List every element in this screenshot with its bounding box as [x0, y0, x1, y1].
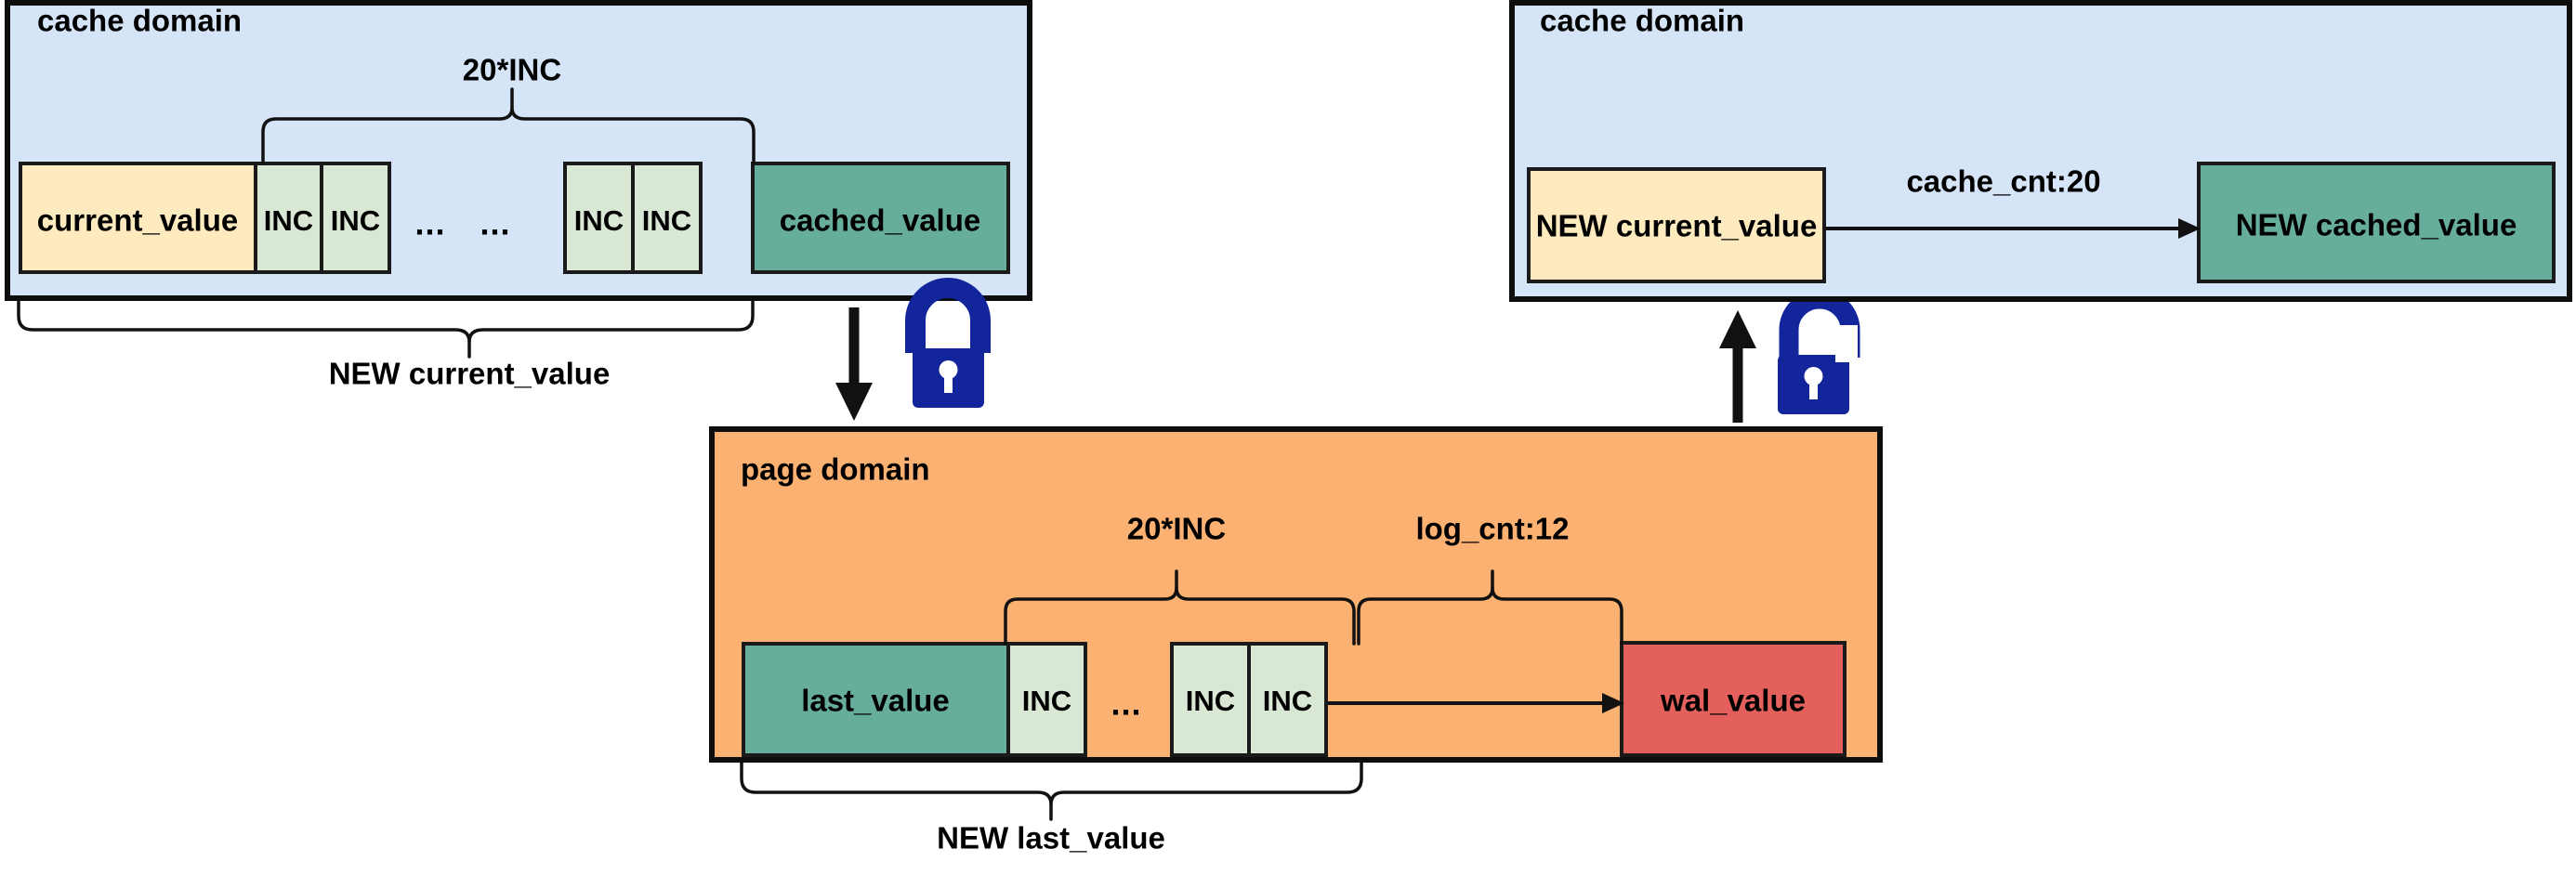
- wal-arrow-head: [1602, 693, 1624, 713]
- cache-domain-before-title: cache domain: [37, 4, 242, 38]
- page-cell-inc-2-label: INC: [1186, 685, 1235, 717]
- arrow-up-head: [1719, 310, 1756, 348]
- page-cell-ellipsis-1: ...: [1111, 685, 1141, 723]
- cell-current-value-label: current_value: [37, 203, 238, 238]
- brace-new-last-value: [740, 760, 1363, 806]
- label-new-current-value: NEW current_value: [329, 357, 611, 391]
- cache-cnt-arrow-head: [2178, 218, 2201, 239]
- cell-current-value[interactable]: [19, 162, 257, 274]
- cell-new-cached-value[interactable]: [2197, 162, 2556, 283]
- cell-inc-1-label: INC: [264, 204, 313, 237]
- cell-wal-value-label: wal_value: [1660, 684, 1806, 718]
- cache-domain-after-title: cache domain: [1540, 4, 1744, 38]
- cell-ellipsis-2: ...: [480, 204, 510, 242]
- arrow-down-head: [835, 383, 873, 421]
- cell-last-value[interactable]: [742, 642, 1010, 757]
- cell-new-cached-value-label: NEW cached_value: [2236, 208, 2517, 242]
- cache-cnt-label: cache_cnt:20: [1906, 164, 2100, 199]
- page-domain-group: page domain last_value INC ... INC INC w…: [709, 426, 1883, 855]
- page-cell-inc-3-label: INC: [1263, 685, 1312, 717]
- page-domain-title: page domain: [741, 452, 930, 487]
- cell-inc-2-label: INC: [331, 204, 380, 237]
- label-new-last-value: NEW last_value: [937, 821, 1165, 855]
- cell-wal-value[interactable]: [1620, 641, 1847, 757]
- lock-closed-icon: [905, 278, 991, 408]
- transition-up-group: [1719, 289, 1860, 423]
- cache-domain-before-group: cache domain current_value INC INC ... .…: [5, 0, 1032, 391]
- cell-inc-3[interactable]: [563, 162, 635, 274]
- page-cell-inc-3[interactable]: [1247, 642, 1328, 757]
- cell-new-current-value-label: NEW current_value: [1536, 209, 1818, 243]
- page-cell-inc-2[interactable]: [1170, 642, 1251, 757]
- page-cell-inc-1-label: INC: [1022, 685, 1071, 717]
- lock-open-icon: [1778, 289, 1860, 414]
- page-cell-inc-1[interactable]: [1006, 642, 1087, 757]
- page-label-log-cnt: log_cnt:12: [1415, 512, 1569, 546]
- label-20inc-top: 20*INC: [463, 53, 561, 87]
- cell-inc-4-label: INC: [642, 204, 691, 237]
- cell-inc-1[interactable]: [254, 162, 323, 274]
- cell-new-current-value[interactable]: [1527, 167, 1826, 283]
- page-label-20inc: 20*INC: [1127, 512, 1226, 546]
- cell-inc-4[interactable]: [631, 162, 703, 274]
- cell-last-value-label: last_value: [801, 684, 950, 718]
- cell-inc-2[interactable]: [320, 162, 391, 274]
- transition-down-group: [835, 278, 991, 421]
- brace-new-current-value: [17, 300, 755, 344]
- cache-domain-after-group: cache domain NEW current_value NEW cache…: [1509, 0, 2572, 302]
- cell-ellipsis-1: ...: [414, 204, 445, 242]
- cell-cached-value[interactable]: [751, 162, 1010, 274]
- cell-cached-value-label: cached_value: [780, 203, 980, 238]
- cell-inc-3-label: INC: [574, 204, 624, 237]
